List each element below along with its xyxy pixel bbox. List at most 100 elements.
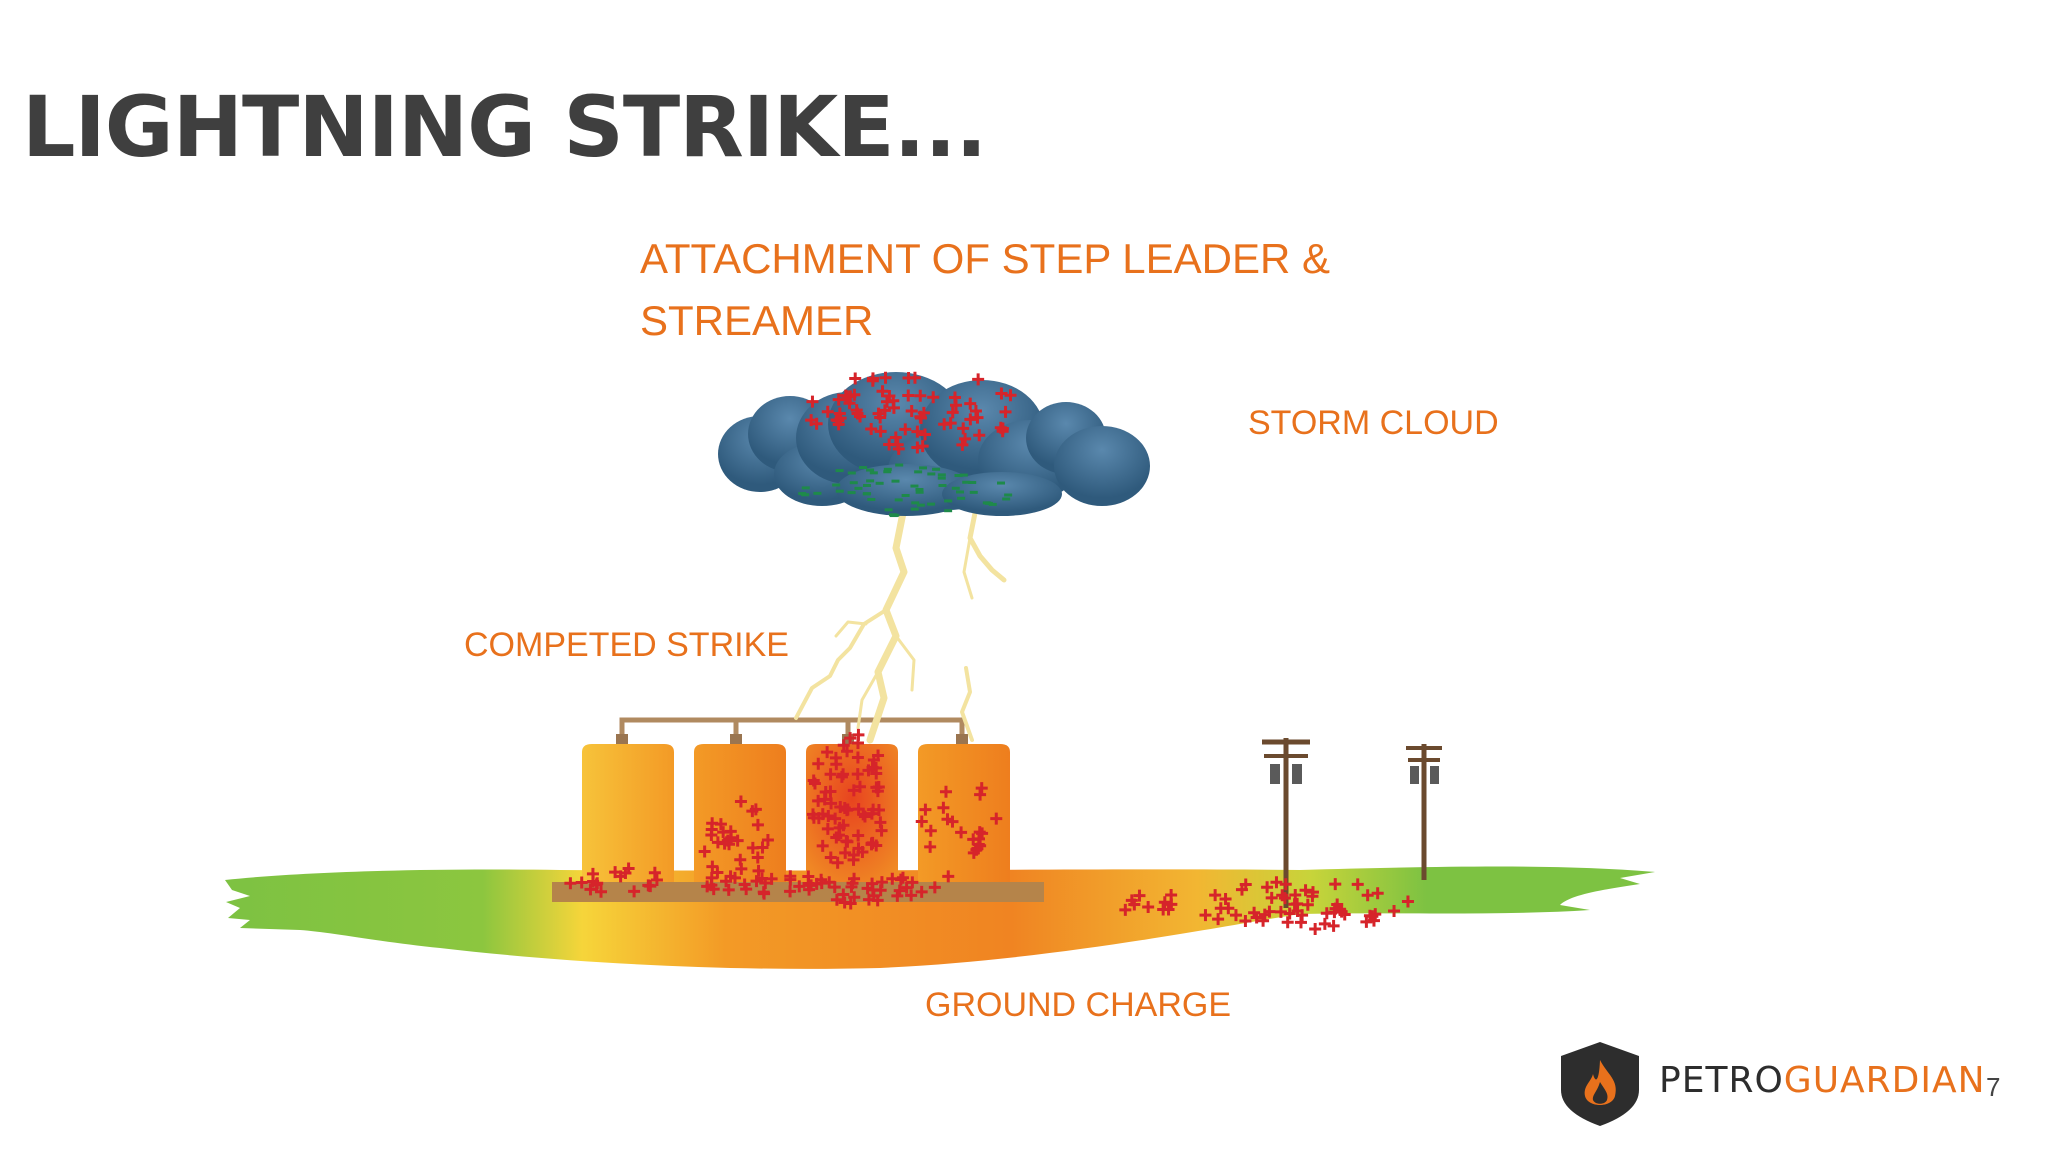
positive-charge-icon [810, 877, 823, 890]
positive-charge-icon [756, 841, 769, 854]
positive-charge-icon [1281, 916, 1294, 929]
positive-charge-icon [832, 829, 845, 842]
positive-charge-icon [847, 849, 860, 862]
positive-charge-icon [1119, 903, 1132, 916]
positive-charge-icon [1209, 889, 1222, 902]
positive-charge-icon [1265, 891, 1278, 904]
positive-charge-icon [805, 414, 818, 427]
positive-charge-icon [1165, 889, 1178, 902]
positive-charge-icon [941, 813, 954, 826]
positive-charge-icon [784, 885, 797, 898]
positive-charge-icon [938, 418, 951, 431]
positive-charge-icon [1360, 915, 1373, 928]
positive-charge-icon [1239, 878, 1252, 891]
positive-charge-icon [866, 877, 879, 890]
brand-name-part1: PETRO [1659, 1060, 1784, 1101]
positive-charge-icon [752, 864, 765, 877]
positive-charge-icon [846, 877, 859, 890]
lightning-bolt [794, 504, 1007, 744]
positive-charge-icon [1258, 908, 1271, 921]
positive-charge-icon [1212, 913, 1225, 926]
brand-name-part2: GUARDIAN [1783, 1060, 1986, 1101]
positive-charge-icon [830, 893, 843, 906]
negative-charges [798, 463, 1013, 518]
positive-charge-icon [841, 745, 854, 758]
positive-charge-icon [622, 862, 635, 875]
positive-charge-icon [839, 389, 852, 402]
positive-charge-icon [917, 406, 930, 419]
positive-charge-icon [751, 818, 764, 831]
positive-charge-icon [916, 440, 929, 453]
positive-charge-icon [1351, 878, 1364, 891]
positive-charge-icon [1288, 898, 1301, 911]
positive-charge-icon [887, 401, 900, 414]
positive-charge-icon [1328, 906, 1341, 919]
positive-charge-icon [879, 371, 892, 384]
positive-charge-icon [839, 846, 852, 859]
positive-charge-icon [840, 804, 853, 817]
positive-charge-icon [911, 425, 924, 438]
positive-charge-icon [822, 809, 835, 822]
positive-charge-icon [851, 768, 864, 781]
page-number: 7 [1986, 1072, 2001, 1102]
positive-charge-icon [865, 422, 878, 435]
positive-charge-icon [1401, 895, 1414, 908]
positive-charge-icon [892, 442, 905, 455]
positive-charge-icon [724, 825, 737, 838]
positive-charge-icon [972, 373, 985, 386]
positive-charge-icon [1270, 876, 1283, 889]
positive-charge-icon [831, 856, 844, 869]
positive-charge-icon [1274, 905, 1287, 918]
completed-strike-label: COMPETED STRIKE [464, 626, 789, 664]
positive-charge-icon [946, 406, 959, 419]
positive-charge-icon [837, 768, 850, 781]
positive-charge-icon [724, 870, 737, 883]
positive-charge-icon [865, 837, 878, 850]
positive-charge-icon [830, 758, 843, 771]
positive-charge-icon [1128, 898, 1141, 911]
ground-charge-label: GROUND CHARGE [925, 986, 1232, 1024]
positive-charge-icon [757, 886, 770, 899]
positive-charge-icon [867, 803, 880, 816]
positive-charge-icon [706, 817, 719, 830]
positive-charge-icon [906, 876, 919, 889]
positive-charge-icon [838, 801, 851, 814]
positive-charge-icon [765, 872, 778, 885]
positive-charge-icon [628, 885, 641, 898]
positive-charge-icon [872, 749, 885, 762]
positive-charge-icon [824, 851, 837, 864]
positive-charge-icon [750, 875, 763, 888]
positive-charge-icon [735, 862, 748, 875]
positive-charge-icon [1301, 898, 1314, 911]
positive-charge-icon [751, 851, 764, 864]
positive-charge-icon [650, 874, 663, 887]
positive-charge-icon [1327, 919, 1340, 932]
positive-charge-icon [643, 879, 656, 892]
positive-charge-icon [849, 372, 862, 385]
positive-charge-icon [942, 870, 955, 883]
tank-4 [918, 744, 1010, 882]
positive-charge-icon [896, 871, 909, 884]
positive-charge-icon [894, 873, 907, 886]
positive-charge-icon [948, 391, 961, 404]
positive-charge-icon [731, 834, 744, 847]
positive-charge-icon [1142, 900, 1155, 913]
positive-charge-icon [971, 411, 984, 424]
positive-charge-icon [1199, 909, 1212, 922]
positive-charge-icon [851, 407, 864, 420]
positive-charge-icon [1279, 878, 1292, 891]
positive-charge-icon [824, 785, 837, 798]
positive-charge-icon [851, 736, 864, 749]
positive-charge-icon [825, 797, 838, 810]
positive-charge-icon [1158, 896, 1171, 909]
positive-charge-icon [973, 429, 986, 442]
positive-charge-icon [915, 885, 928, 898]
positive-charge-icon [734, 795, 747, 808]
positive-charge-icon [705, 829, 718, 842]
positive-charge-icon [816, 839, 829, 852]
positive-charge-icon [874, 425, 887, 438]
positive-charge-icon [874, 816, 887, 829]
positive-charge-icon [858, 810, 871, 823]
positive-charge-icon [843, 397, 856, 410]
positive-charge-icon [738, 878, 751, 891]
